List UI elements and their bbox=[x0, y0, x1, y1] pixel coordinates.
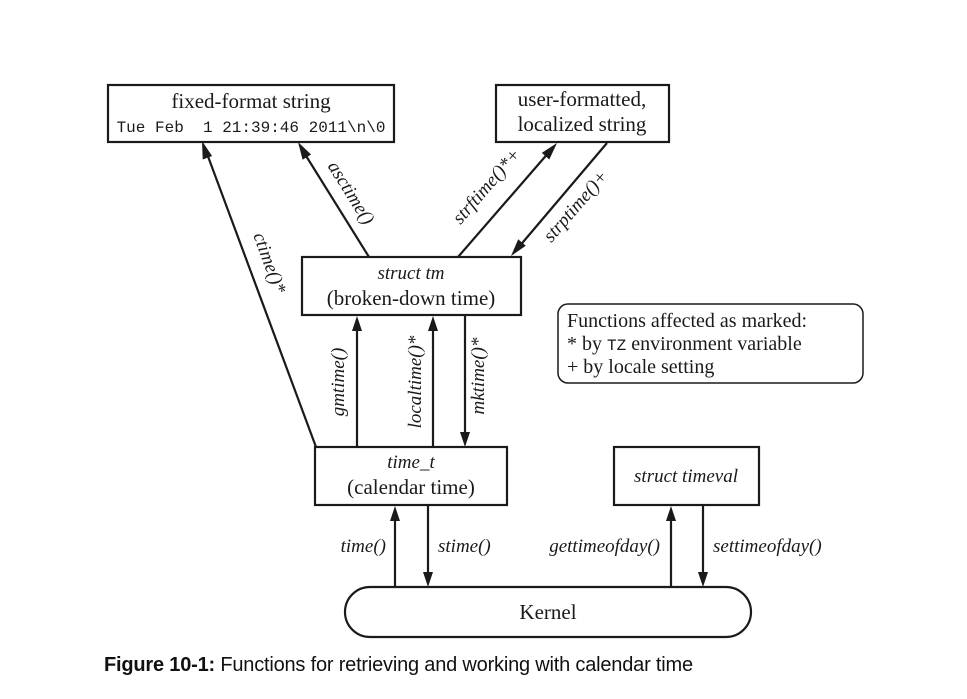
node-user-formatted-line1: user-formatted, bbox=[518, 87, 646, 111]
edge-label-strftime: strftime()*+ bbox=[448, 144, 525, 228]
edge-label-settimeofday: settimeofday() bbox=[713, 536, 822, 557]
edge-label-asctime: asctime() bbox=[323, 158, 378, 229]
figure-number: Figure 10-1: bbox=[104, 654, 215, 676]
node-kernel: Kernel bbox=[343, 585, 753, 639]
node-fixed-format-string: fixed-format string Tue Feb 1 21:39:46 2… bbox=[106, 83, 396, 144]
node-struct-tm-subtitle: (broken-down time) bbox=[327, 286, 496, 310]
node-time-t-subtitle: (calendar time) bbox=[347, 475, 475, 499]
edge-strftime bbox=[457, 143, 557, 258]
edge-stime bbox=[423, 506, 433, 587]
edge-label-stime: stime() bbox=[438, 536, 491, 557]
edge-strptime bbox=[511, 142, 608, 256]
node-struct-timeval: struct timeval bbox=[612, 445, 761, 507]
node-time-t-title: time_t bbox=[387, 452, 435, 473]
node-struct-tm: struct tm (broken-down time) bbox=[300, 255, 523, 317]
edge-settimeofday bbox=[698, 506, 708, 587]
edge-localtime bbox=[428, 316, 438, 447]
node-kernel-label: Kernel bbox=[519, 600, 576, 624]
node-fixed-format-example: Tue Feb 1 21:39:46 2011\n\0 bbox=[117, 119, 386, 137]
edge-time bbox=[390, 506, 400, 587]
legend-locale-line: + by locale setting bbox=[567, 356, 714, 378]
edge-asctime bbox=[298, 142, 370, 258]
node-user-formatted-string: user-formatted, localized string bbox=[494, 83, 671, 144]
edge-label-gmtime: gmtime() bbox=[328, 348, 349, 417]
edge-label-time: time() bbox=[341, 536, 386, 557]
figure-caption: Figure 10-1: Functions for retrieving an… bbox=[104, 654, 693, 677]
node-fixed-format-title: fixed-format string bbox=[171, 89, 331, 113]
edge-label-ctime: ctime()* bbox=[248, 230, 290, 297]
legend: Functions affected as marked: * by TZ en… bbox=[557, 303, 864, 384]
legend-tz-line: * by TZ environment variable bbox=[567, 333, 802, 355]
edge-ctime bbox=[202, 141, 318, 448]
node-struct-timeval-title: struct timeval bbox=[634, 466, 738, 487]
figure-caption-text: Functions for retrieving and working wit… bbox=[214, 654, 693, 676]
edge-mktime bbox=[460, 316, 470, 447]
edge-label-localtime: localtime()* bbox=[405, 335, 426, 428]
node-struct-tm-title: struct tm bbox=[377, 263, 444, 284]
legend-title: Functions affected as marked: bbox=[567, 310, 807, 332]
edge-label-gettimeofday: gettimeofday() bbox=[549, 536, 660, 557]
node-time-t: time_t (calendar time) bbox=[313, 445, 509, 507]
edge-label-mktime: mktime()* bbox=[468, 337, 489, 415]
edge-gmtime bbox=[352, 316, 362, 447]
edge-gettimeofday bbox=[666, 506, 676, 587]
node-user-formatted-line2: localized string bbox=[518, 112, 647, 136]
